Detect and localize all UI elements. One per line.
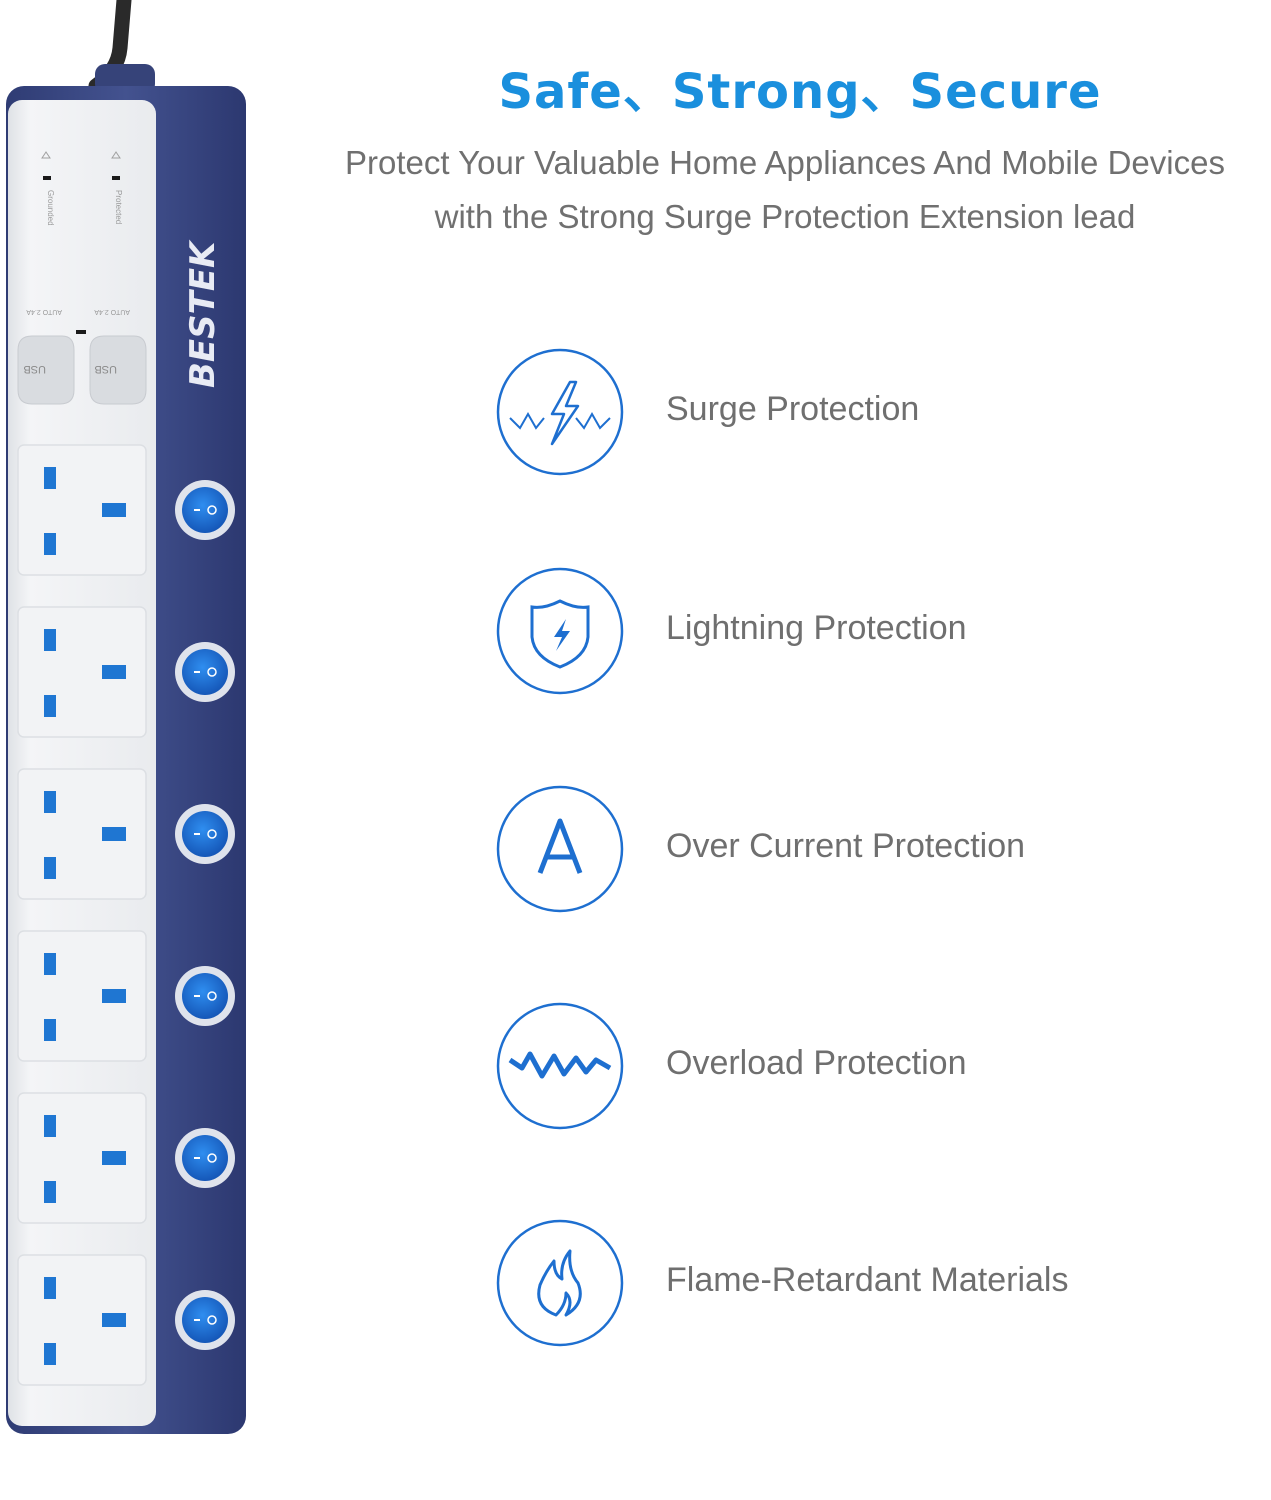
feature-label: Surge Protection	[666, 390, 920, 428]
socket-live-pin	[102, 1313, 126, 1327]
overload-wave-icon	[496, 1002, 624, 1130]
subtitle-line-1: Protect Your Valuable Home Appliances An…	[345, 144, 1225, 181]
socket-neutral-pin	[44, 533, 56, 555]
rocker-switch[interactable]	[175, 966, 235, 1026]
usb-rating-label: AUTO 2.4A	[94, 308, 130, 315]
socket-neutral-pin	[44, 857, 56, 879]
rocker-switch[interactable]	[175, 1290, 235, 1350]
feature-surge: Surge Protection	[490, 348, 1250, 484]
socket	[17, 444, 147, 576]
socket-earth-pin	[44, 1115, 56, 1137]
socket-earth-pin	[44, 1277, 56, 1299]
feature-label: Flame-Retardant Materials	[666, 1261, 1069, 1299]
usb-port-cover	[89, 335, 147, 405]
socket	[17, 1254, 147, 1386]
surge-icon	[496, 348, 624, 476]
usb-rating-label: AUTO 2.4A	[26, 308, 62, 315]
usb-label: USB	[23, 363, 46, 375]
lightning-shield-icon	[496, 567, 624, 695]
socket-live-pin	[102, 989, 126, 1003]
power-strip-image: Grounded Protected AUTO 2.4A AUTO 2.4A U…	[6, 0, 246, 1434]
feature-label: Lightning Protection	[666, 609, 967, 647]
brand-logo: BESTEK	[183, 239, 223, 388]
protected-led	[112, 176, 120, 180]
socket	[17, 606, 147, 738]
usb-port-cover	[17, 335, 75, 405]
socket-earth-pin	[44, 467, 56, 489]
grounded-led	[43, 176, 51, 180]
feature-list: Surge Protection Lightning Protection Ov…	[490, 0, 1250, 1500]
socket-neutral-pin	[44, 1343, 56, 1365]
socket-earth-pin	[44, 791, 56, 813]
socket-live-pin	[102, 665, 126, 679]
feature-over-current: Over Current Protection	[490, 785, 1250, 921]
feature-label: Over Current Protection	[666, 827, 1026, 865]
current-a-icon	[496, 785, 624, 913]
grounded-label: Grounded	[46, 190, 55, 226]
rocker-switch[interactable]	[175, 480, 235, 540]
socket-live-pin	[102, 503, 126, 517]
socket	[17, 1092, 147, 1224]
socket-neutral-pin	[44, 1019, 56, 1041]
socket-earth-pin	[44, 953, 56, 975]
socket-live-pin	[102, 827, 126, 841]
rocker-switch[interactable]	[175, 642, 235, 702]
strip-faceplate	[8, 100, 156, 1426]
usb-label: USB	[94, 363, 117, 375]
feature-overload: Overload Protection	[490, 1002, 1250, 1138]
protected-label: Protected	[114, 190, 123, 224]
rocker-switch[interactable]	[175, 1128, 235, 1188]
flame-icon	[496, 1219, 624, 1347]
socket-earth-pin	[44, 629, 56, 651]
socket	[17, 768, 147, 900]
headline: Safe、Strong、Secure	[498, 64, 1102, 120]
feature-lightning: Lightning Protection	[490, 567, 1250, 703]
socket	[17, 930, 147, 1062]
socket-neutral-pin	[44, 1181, 56, 1203]
rocker-switch[interactable]	[175, 804, 235, 864]
feature-label: Overload Protection	[666, 1044, 967, 1082]
feature-flame: Flame-Retardant Materials	[490, 1219, 1250, 1355]
socket-neutral-pin	[44, 695, 56, 717]
subtitle-line-2: with the Strong Surge Protection Extensi…	[434, 198, 1136, 235]
socket-live-pin	[102, 1151, 126, 1165]
